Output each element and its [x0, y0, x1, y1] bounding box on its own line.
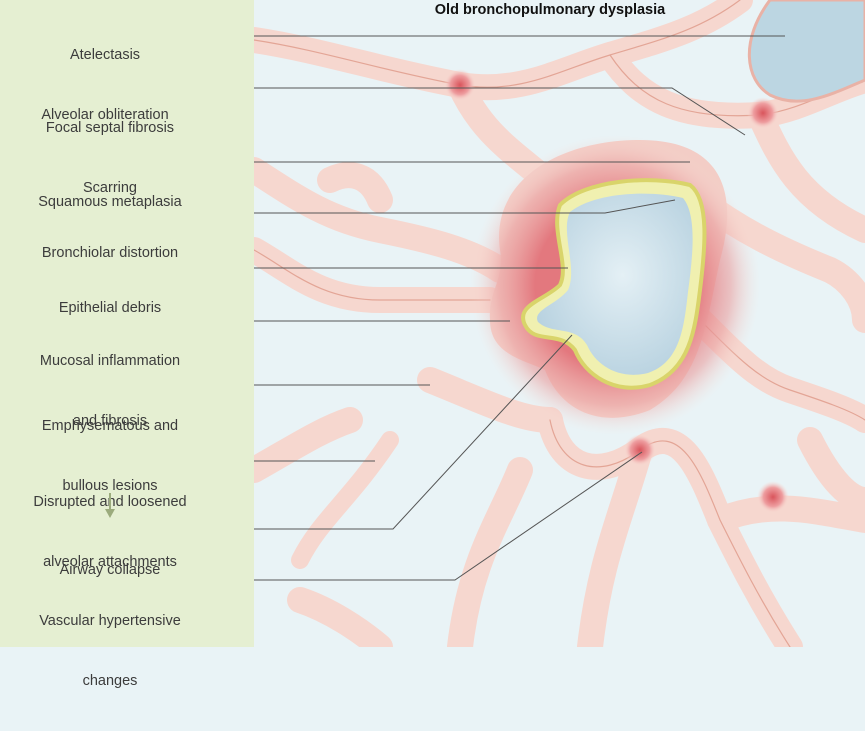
label-line: Vascular hypertensive: [25, 611, 195, 631]
down-arrow-icon: [104, 493, 116, 519]
label-line: Emphysematous and: [25, 416, 195, 436]
label-line: Mucosal inflammation: [25, 351, 195, 371]
alveolar-obliteration-area: [749, 0, 865, 101]
vessel-top-left: [444, 69, 476, 101]
label-line: Focal septal fibrosis: [30, 118, 190, 138]
distorted-bronchiole: [470, 135, 760, 435]
vessel-lower-right: [757, 481, 789, 513]
figure-title: Old bronchopulmonary dysplasia: [395, 2, 705, 18]
label-vascular-hypertensive: Vascular hypertensive changes: [25, 571, 195, 731]
label-line: Atelectasis: [25, 45, 185, 65]
label-line: changes: [25, 671, 195, 691]
vessel-top-right: [747, 97, 779, 129]
bpd-illustration: Old bronchopulmonary dysplasia Atelectas…: [0, 0, 865, 647]
